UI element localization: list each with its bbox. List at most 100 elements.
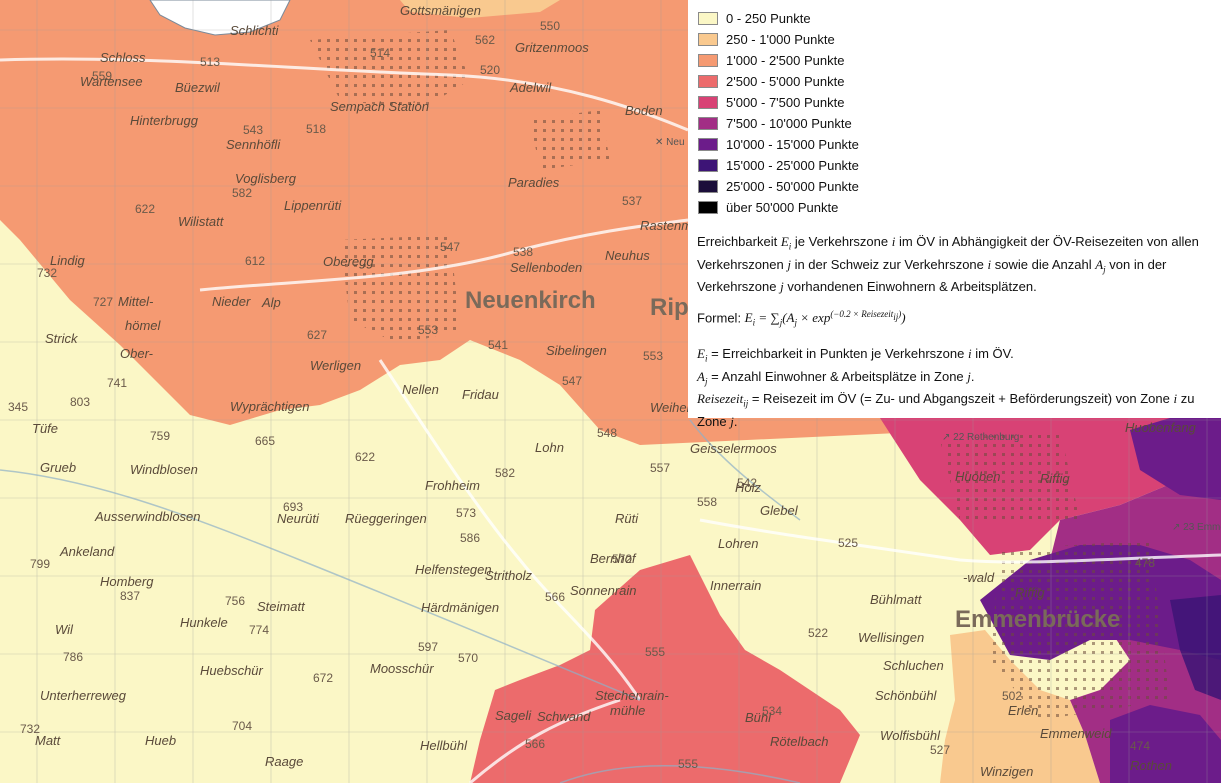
spot-height: 756 bbox=[225, 594, 245, 608]
legend-swatch bbox=[698, 95, 718, 109]
spot-height: 550 bbox=[540, 19, 560, 33]
place-label: Schloss bbox=[100, 50, 146, 65]
place-label: Oberegg bbox=[323, 254, 374, 269]
spot-height: 572 bbox=[612, 552, 632, 566]
place-label: -wald bbox=[963, 570, 995, 585]
zone-10000-15000-b bbox=[1130, 418, 1221, 500]
lake bbox=[149, 0, 291, 36]
legend-swatch bbox=[698, 11, 718, 25]
place-label: Raage bbox=[265, 754, 303, 769]
place-label: Emmenweid bbox=[1040, 726, 1112, 741]
place-label: Ausserwindblosen bbox=[94, 509, 201, 524]
roads bbox=[0, 57, 1221, 783]
place-label: Lohren bbox=[718, 536, 758, 551]
zone-250-1000-east bbox=[940, 630, 1100, 783]
legend-label: 250 - 1'000 Punkte bbox=[726, 31, 835, 47]
place-label: Gritzenmoos bbox=[515, 40, 589, 55]
place-label: Büezwil bbox=[175, 80, 221, 95]
legend-item: 15'000 - 25'000 Punkte bbox=[698, 156, 859, 174]
place-label: Lindig bbox=[50, 253, 85, 268]
spot-height: 474 bbox=[1130, 739, 1150, 753]
place-label: Huobenfang bbox=[1125, 420, 1197, 435]
place-label: Stritholz bbox=[485, 568, 532, 583]
place-label: Lippenrüti bbox=[284, 198, 342, 213]
place-label: Hunkele bbox=[180, 615, 228, 630]
spot-height: 597 bbox=[418, 640, 438, 654]
spot-height: 741 bbox=[107, 376, 127, 390]
legend-swatch bbox=[698, 158, 718, 172]
spot-height: 525 bbox=[838, 536, 858, 550]
place-label: Werligen bbox=[310, 358, 361, 373]
place-label: Huoben bbox=[955, 469, 1001, 484]
place-label: Bühl bbox=[745, 710, 772, 725]
spot-height: 478 bbox=[1135, 556, 1155, 570]
place-label: Rüeggeringen bbox=[345, 511, 427, 526]
legend-item: 5'000 - 7'500 Punkte bbox=[698, 93, 844, 111]
place-label: Neuhus bbox=[605, 248, 650, 263]
legend-label: 10'000 - 15'000 Punkte bbox=[726, 136, 859, 152]
spot-height: 562 bbox=[475, 33, 495, 47]
legend-item: 250 - 1'000 Punkte bbox=[698, 30, 835, 48]
place-label: Boden bbox=[625, 103, 663, 118]
definitions: Ei = Erreichbarkeit in Punkten je Verkeh… bbox=[697, 345, 1212, 430]
math-e-i: Ei bbox=[780, 234, 792, 252]
spot-height: 518 bbox=[306, 122, 326, 136]
spot-height: 502 bbox=[1002, 689, 1022, 703]
place-label: Riffig bbox=[1040, 471, 1070, 486]
place-label: Schluchen bbox=[883, 658, 944, 673]
place-label: Nieder bbox=[212, 294, 251, 309]
place-label: Strick bbox=[45, 331, 79, 346]
spot-height: 558 bbox=[697, 495, 717, 509]
place-label: Nellen bbox=[402, 382, 439, 397]
place-label: Holz bbox=[735, 480, 762, 495]
place-label: Wartensee bbox=[80, 74, 143, 89]
place-label: Emmenbrücke bbox=[955, 606, 1120, 633]
place-label: Neurüti bbox=[277, 511, 320, 526]
place-label: Hinterbrugg bbox=[130, 113, 199, 128]
place-label: Huebschür bbox=[200, 663, 264, 678]
place-label: Stechenrain- bbox=[595, 688, 669, 703]
spot-height: 513 bbox=[200, 55, 220, 69]
place-label: Neuenkirch bbox=[465, 287, 596, 314]
settlement-neuenkirch bbox=[340, 235, 460, 345]
settlement-misc bbox=[530, 110, 610, 170]
spot-height: 732 bbox=[37, 266, 57, 280]
description-text: Erreichbarkeit Ei je Verkehrszone i im Ö… bbox=[697, 234, 1199, 295]
place-label: Alp bbox=[261, 295, 281, 310]
place-label: Schönbühl bbox=[875, 688, 938, 703]
legend-item: 10'000 - 15'000 Punkte bbox=[698, 135, 859, 153]
legend-item: 1'000 - 2'500 Punkte bbox=[698, 51, 844, 69]
place-label: Rüti bbox=[615, 511, 639, 526]
spot-height: 555 bbox=[645, 645, 665, 659]
spot-height: 693 bbox=[283, 500, 303, 514]
legend-item: über 50'000 Punkte bbox=[698, 198, 838, 216]
place-label: Homberg bbox=[100, 574, 154, 589]
spot-height: 542 bbox=[737, 476, 757, 490]
legend-swatch bbox=[698, 179, 718, 193]
spot-height: 837 bbox=[120, 589, 140, 603]
legend-item: 7'500 - 10'000 Punkte bbox=[698, 114, 852, 132]
zone-250-1000-top bbox=[400, 0, 560, 18]
place-label: Innerrain bbox=[710, 578, 761, 593]
legend-label: 2'500 - 5'000 Punkte bbox=[726, 73, 845, 89]
place-label: Lohn bbox=[535, 440, 564, 455]
spot-height: 566 bbox=[525, 737, 545, 751]
place-label: Wyprächtigen bbox=[230, 399, 309, 414]
place-label: Riffig bbox=[1015, 585, 1045, 600]
definition-reisezeit: Reisezeitij = Reisezeit im ÖV (= Zu- und… bbox=[697, 391, 1195, 429]
spot-height: 557 bbox=[650, 461, 670, 475]
place-label: Schwand bbox=[537, 709, 591, 724]
spot-height: 732 bbox=[20, 722, 40, 736]
place-label: Helfenstegen bbox=[415, 562, 492, 577]
zone-15000-25000 bbox=[1170, 595, 1221, 700]
place-label: Moosschür bbox=[370, 661, 434, 676]
legend-swatch bbox=[698, 74, 718, 88]
spot-height: 727 bbox=[93, 295, 113, 309]
road-sign: ↗ 23 Emmen bbox=[1172, 522, 1221, 533]
place-label: mühle bbox=[610, 703, 645, 718]
place-label: Unterherreweg bbox=[40, 688, 127, 703]
place-label: Sibelingen bbox=[546, 343, 607, 358]
place-label: Sempach Station bbox=[330, 99, 429, 114]
spot-height: 622 bbox=[135, 202, 155, 216]
